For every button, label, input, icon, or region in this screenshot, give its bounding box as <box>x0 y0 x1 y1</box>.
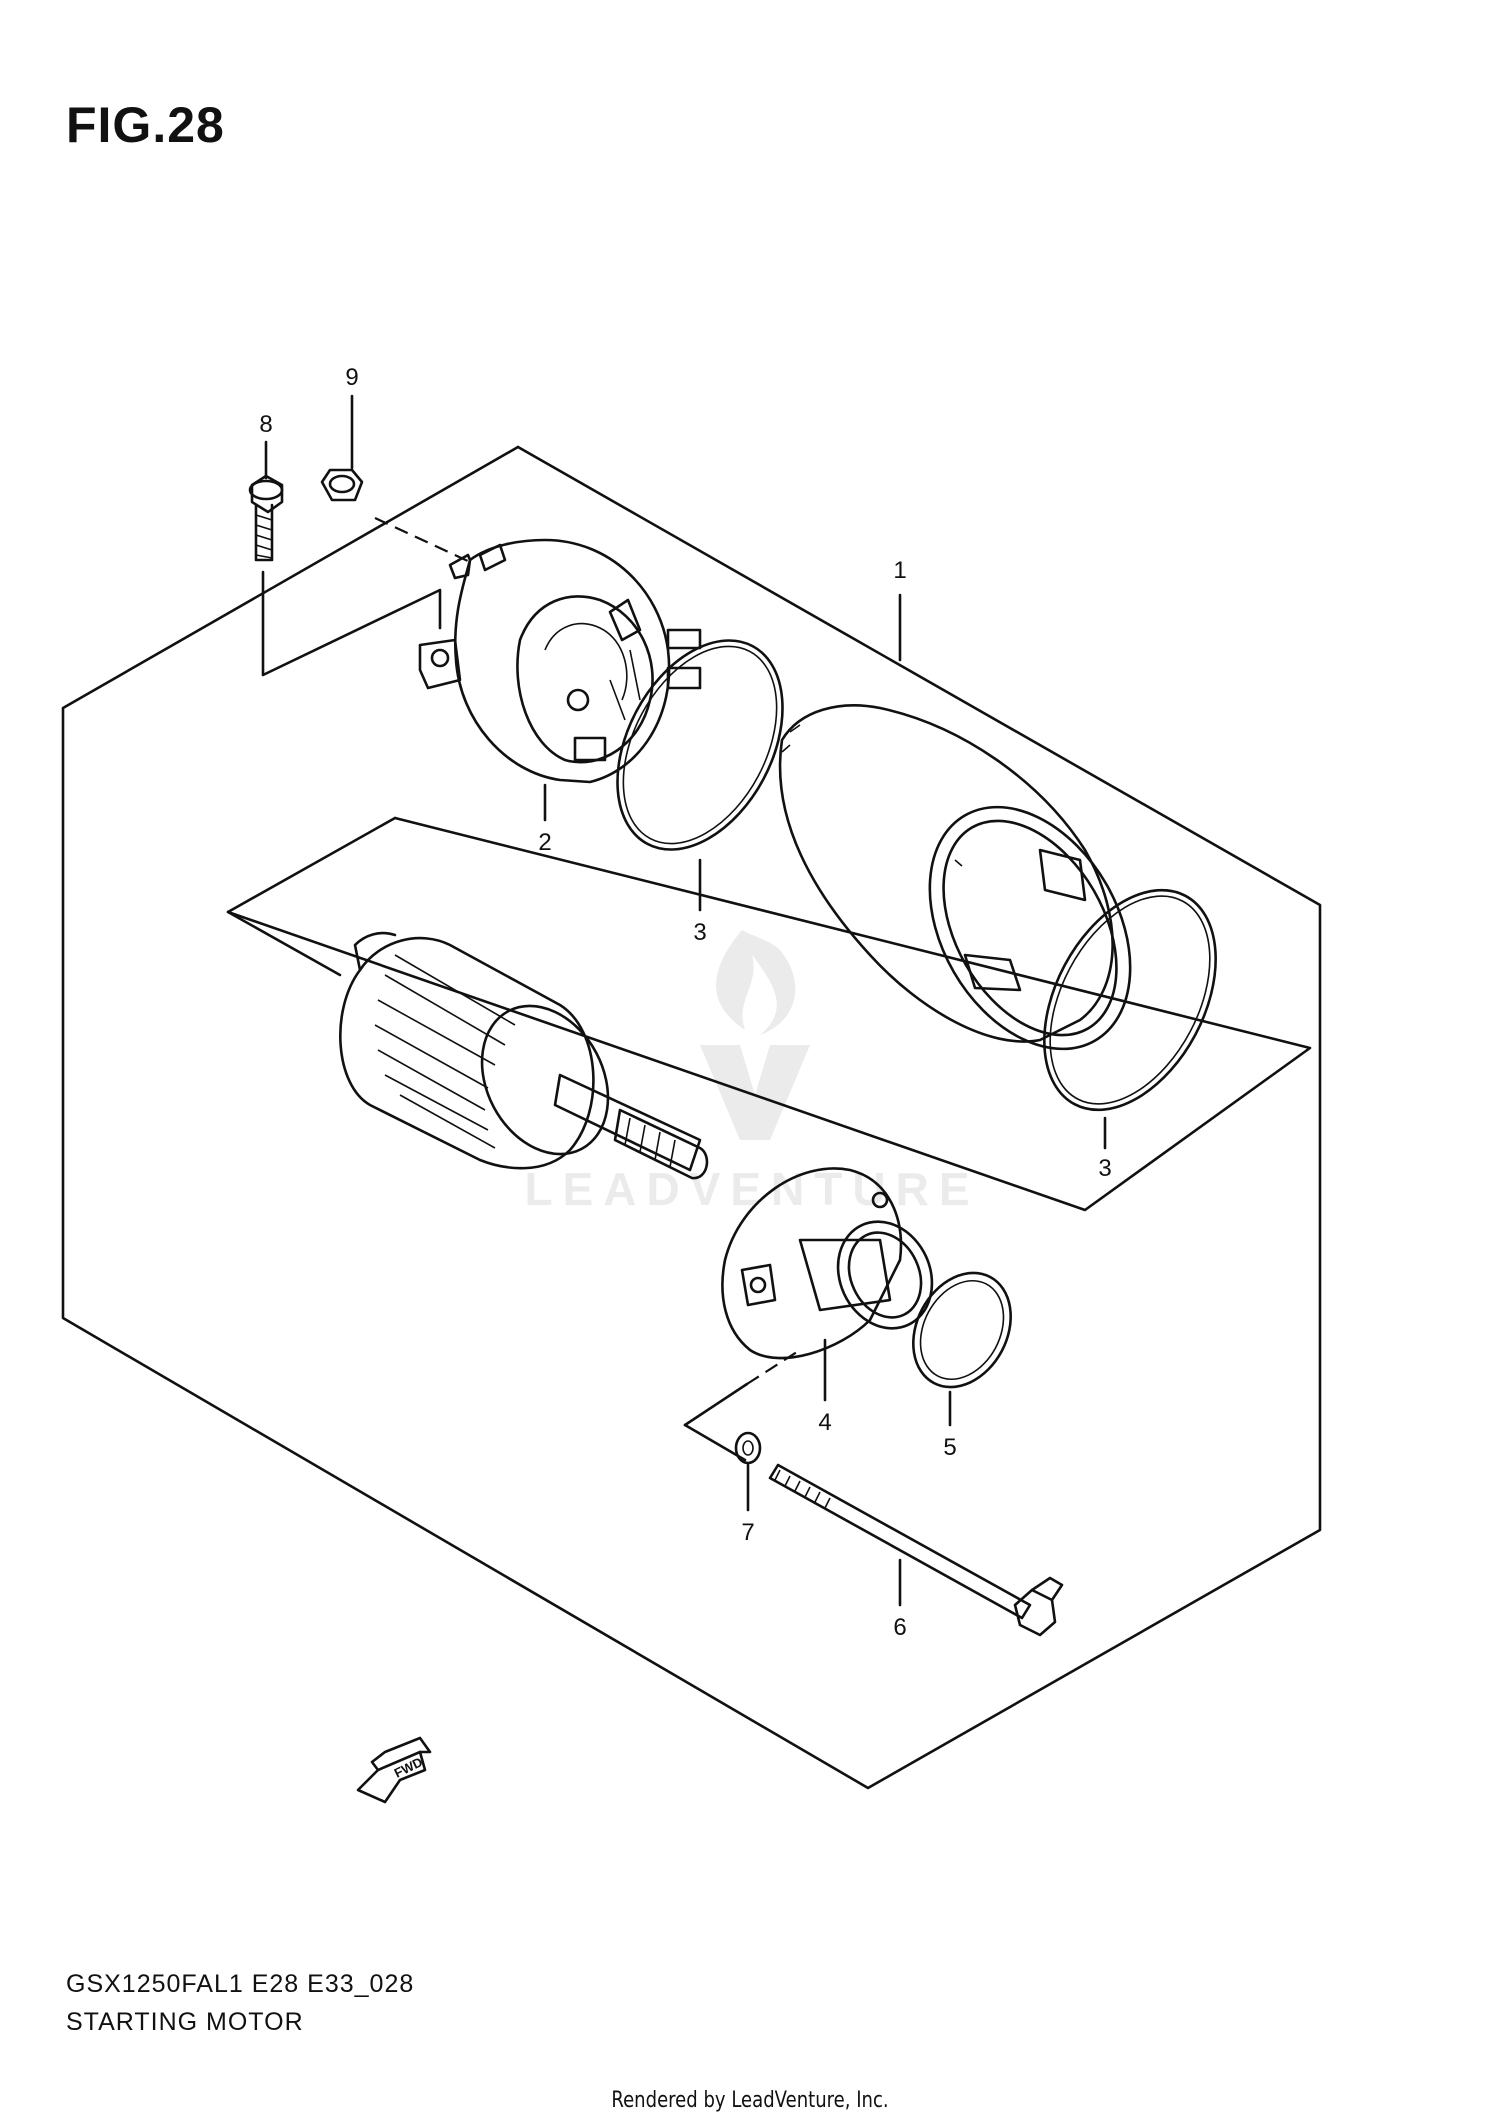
watermark-flame-icon <box>716 930 796 1035</box>
o-ring-part-5 <box>911 1271 1013 1389</box>
yoke-housing-part-1 <box>778 704 1132 1051</box>
callout-7: 7 <box>741 1519 754 1546</box>
inner-outline-left <box>226 910 342 977</box>
callout-4: 4 <box>818 1409 831 1436</box>
forward-arrow-icon: FWD <box>356 1736 432 1804</box>
washer-part-7 <box>734 1431 762 1465</box>
callout-5: 5 <box>943 1434 956 1461</box>
callout-1: 1 <box>893 557 906 584</box>
armature <box>339 931 709 1180</box>
callout-6: 6 <box>893 1614 906 1641</box>
bolt-reference-line <box>261 570 442 677</box>
render-credit: Rendered by LeadVenture, Inc. <box>611 2088 889 2113</box>
inner-outline <box>226 816 1312 1212</box>
bolt-part-8 <box>248 474 284 562</box>
figure-title: FIG.28 <box>66 97 225 153</box>
callout-8: 8 <box>259 411 272 438</box>
nut-reference-line <box>374 517 471 563</box>
front-cover-part-4 <box>721 1167 934 1360</box>
callout-3-lower: 3 <box>1098 1155 1111 1182</box>
assembly-outline <box>61 445 1322 1790</box>
watermark-text: LEADVENTURE <box>524 1163 979 1215</box>
callout-2: 2 <box>538 829 551 856</box>
cover-reference-line <box>683 1382 749 1427</box>
model-code: GSX1250FAL1 E28 E33_028 <box>66 1970 415 1998</box>
callout-9: 9 <box>345 364 358 391</box>
washer-reference-line <box>683 1423 747 1462</box>
through-bolt-part-6 <box>768 1463 1064 1637</box>
callout-3-upper: 3 <box>693 919 706 946</box>
leadventure-watermark: LEADVENTURE <box>524 930 979 1215</box>
o-ring-part-3-upper <box>616 639 784 851</box>
o-ring-part-3-lower <box>1043 888 1217 1112</box>
rear-cover-part-2 <box>418 538 702 784</box>
watermark-v-icon <box>700 1045 810 1140</box>
nut-part-9 <box>320 468 364 502</box>
cover-reference-dash <box>746 1349 801 1385</box>
figure-caption: STARTING MOTOR <box>66 2008 304 2036</box>
